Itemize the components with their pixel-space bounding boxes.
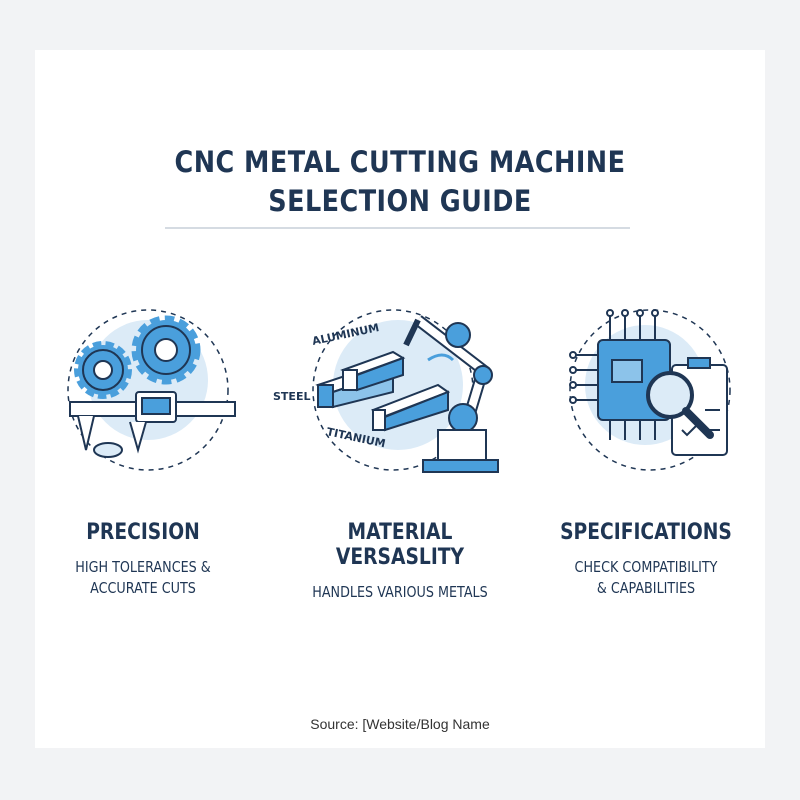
material-heading: MATERIAL VERSASLITY bbox=[335, 520, 465, 570]
material-description: HANDLES VARIOUS METALS bbox=[298, 582, 502, 603]
gears-caliper-icon bbox=[67, 309, 236, 471]
desc-line: CHECK COMPATIBILITY bbox=[574, 558, 718, 576]
precision-section: PRECISION HIGH TOLERANCES & ACCURATE CUTS bbox=[23, 520, 263, 599]
material-section: MATERIAL VERSASLITY HANDLES VARIOUS META… bbox=[280, 520, 520, 603]
precision-description: HIGH TOLERANCES & ACCURATE CUTS bbox=[41, 557, 245, 599]
robot-arm-metal-bars-icon: ALUMINUM STEEL TITANIUM bbox=[273, 309, 499, 473]
desc-line: HIGH TOLERANCES & bbox=[75, 558, 211, 576]
title-divider bbox=[165, 227, 630, 229]
source-credit: Source: [Website/Blog Name bbox=[310, 716, 490, 732]
desc-line: ACCURATE CUTS bbox=[90, 579, 196, 597]
specifications-description: CHECK COMPATIBILITY & CAPABILITIES bbox=[544, 557, 748, 599]
specifications-heading: SPECIFICATIONS bbox=[560, 520, 732, 545]
desc-line: HANDLES VARIOUS METALS bbox=[312, 583, 488, 601]
desc-line: & CAPABILITIES bbox=[596, 579, 696, 597]
page-title: CNC METAL CUTTING MACHINE SELECTION GUID… bbox=[48, 143, 752, 221]
label-steel: STEEL bbox=[273, 390, 310, 403]
title-line-2: SELECTION GUIDE bbox=[268, 184, 532, 218]
chip-clipboard-magnifier-icon bbox=[569, 309, 731, 471]
specifications-section: SPECIFICATIONS CHECK COMPATIBILITY & CAPA… bbox=[526, 520, 766, 599]
title-line-1: CNC METAL CUTTING MACHINE bbox=[174, 145, 626, 179]
precision-heading: PRECISION bbox=[86, 520, 200, 545]
